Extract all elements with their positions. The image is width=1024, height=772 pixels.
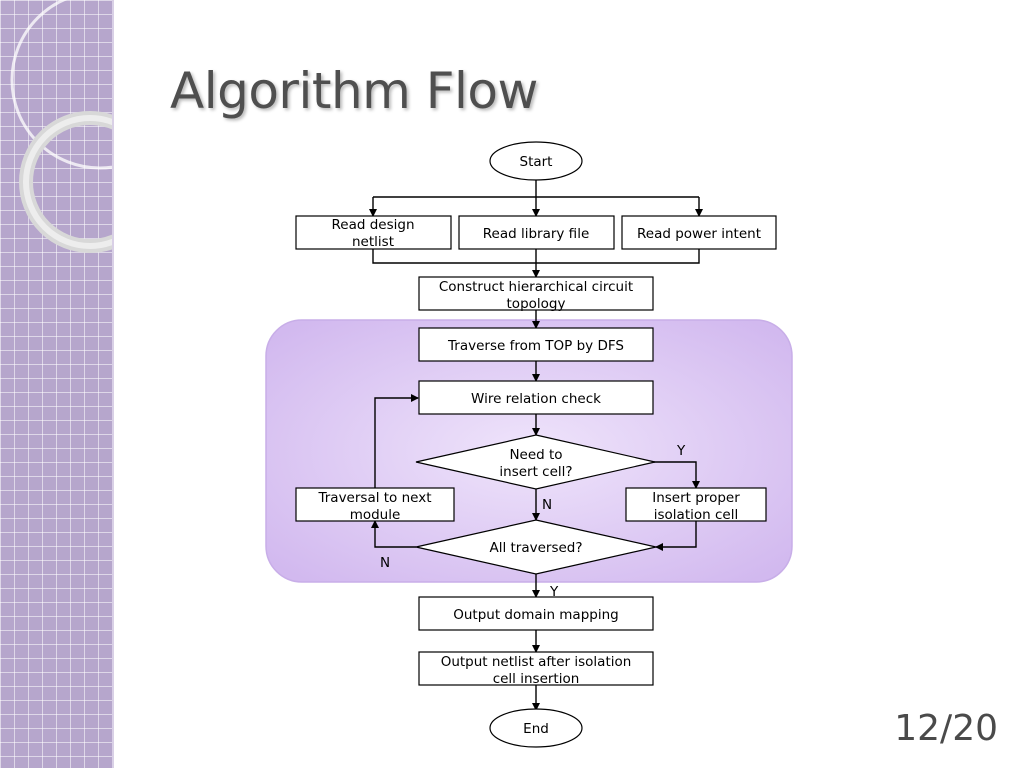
label-read-power: Read power intent bbox=[637, 226, 761, 242]
node-start bbox=[489, 141, 583, 181]
label-start: Start bbox=[520, 154, 553, 170]
label-insert-cell-2: isolation cell bbox=[654, 507, 738, 523]
label-all-traversed: All traversed? bbox=[489, 540, 582, 556]
label-next-module-1: Traversal to next bbox=[317, 490, 431, 506]
node-read-library bbox=[458, 215, 615, 250]
label-read-netlist-1: Read design bbox=[332, 217, 415, 233]
label-wire-check: Wire relation check bbox=[471, 391, 601, 407]
node-output-mapping bbox=[418, 596, 654, 631]
edge-label-all-no: N bbox=[380, 555, 390, 571]
node-insert-cell bbox=[625, 487, 767, 522]
label-next-module-2: module bbox=[350, 507, 401, 523]
label-output-netlist-2: cell insertion bbox=[493, 671, 580, 687]
label-end: End bbox=[523, 721, 549, 737]
label-output-netlist-1: Output netlist after isolation bbox=[441, 654, 632, 670]
node-construct bbox=[418, 276, 654, 311]
node-read-netlist bbox=[295, 215, 452, 250]
node-end bbox=[489, 708, 583, 748]
node-traverse bbox=[418, 327, 654, 362]
label-need-insert-2: insert cell? bbox=[499, 464, 572, 480]
edge-need-yes bbox=[654, 461, 700, 489]
edge-insert-to-all bbox=[655, 521, 697, 551]
label-read-netlist-2: netlist bbox=[352, 234, 394, 250]
decorative-sidebar bbox=[0, 0, 190, 768]
label-traverse: Traverse from TOP by DFS bbox=[447, 338, 624, 354]
node-output-netlist bbox=[418, 651, 654, 686]
node-wire-check bbox=[418, 380, 654, 415]
node-read-power bbox=[621, 215, 777, 250]
label-need-insert-1: Need to bbox=[509, 447, 562, 463]
node-all-traversed bbox=[415, 519, 657, 575]
edge-label-need-yes: Y bbox=[676, 443, 686, 459]
edge-next-to-wire bbox=[374, 394, 419, 488]
label-read-library: Read library file bbox=[483, 226, 590, 242]
label-construct-1: Construct hierarchical circuit bbox=[439, 279, 633, 295]
node-need-insert bbox=[415, 434, 656, 490]
label-construct-2: topology bbox=[507, 296, 566, 312]
page-number: 12/20 bbox=[894, 708, 998, 749]
edge-all-no bbox=[371, 520, 416, 548]
edge-label-all-yes: Y bbox=[549, 584, 559, 600]
label-insert-cell-1: Insert proper bbox=[652, 490, 740, 506]
node-next-module bbox=[295, 487, 455, 522]
edge-label-need-no: N bbox=[542, 497, 552, 513]
slide-title: Algorithm Flow bbox=[170, 62, 538, 120]
label-output-mapping: Output domain mapping bbox=[453, 607, 618, 623]
